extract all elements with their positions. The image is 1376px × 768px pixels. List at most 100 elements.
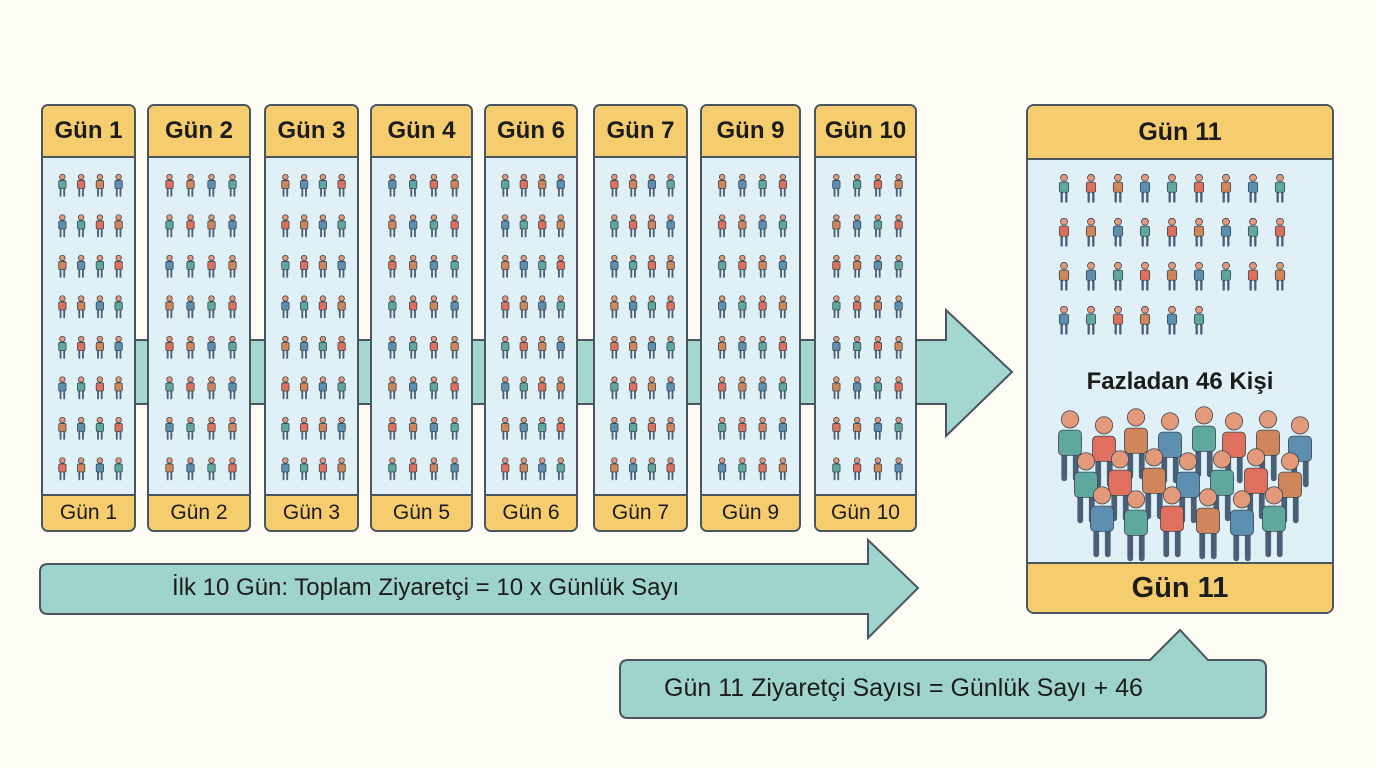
person-icon bbox=[666, 416, 675, 440]
person-icon bbox=[114, 335, 123, 359]
person-icon bbox=[718, 376, 727, 400]
person-icon bbox=[758, 376, 767, 400]
person-icon bbox=[1085, 261, 1097, 291]
person-icon bbox=[647, 416, 656, 440]
person-icon bbox=[95, 173, 104, 197]
person-icon bbox=[429, 214, 438, 238]
person-icon bbox=[610, 173, 619, 197]
person-icon bbox=[538, 173, 547, 197]
person-icon bbox=[738, 295, 747, 319]
person-icon bbox=[1090, 486, 1114, 558]
person-icon bbox=[1139, 305, 1151, 335]
person-icon bbox=[1124, 408, 1148, 480]
person-icon bbox=[186, 376, 195, 400]
person-icon bbox=[114, 295, 123, 319]
day-people-grid bbox=[58, 173, 123, 481]
person-icon bbox=[450, 376, 459, 400]
person-icon bbox=[718, 295, 727, 319]
person-icon bbox=[832, 173, 841, 197]
day-top-label: Gün 3 bbox=[266, 106, 357, 158]
person-icon bbox=[95, 416, 104, 440]
person-icon bbox=[1112, 261, 1124, 291]
person-icon bbox=[95, 457, 104, 481]
person-icon bbox=[519, 254, 528, 278]
person-icon bbox=[853, 335, 862, 359]
person-icon bbox=[58, 376, 67, 400]
person-icon bbox=[873, 416, 882, 440]
day-11-people bbox=[1058, 173, 1312, 562]
person-icon bbox=[300, 416, 309, 440]
person-icon bbox=[207, 376, 216, 400]
person-icon bbox=[1085, 305, 1097, 335]
person-icon bbox=[388, 295, 397, 319]
person-icon bbox=[519, 416, 528, 440]
person-icon bbox=[207, 335, 216, 359]
person-icon bbox=[300, 335, 309, 359]
person-icon bbox=[165, 295, 174, 319]
person-icon bbox=[318, 457, 327, 481]
person-icon bbox=[556, 416, 565, 440]
person-icon bbox=[832, 214, 841, 238]
person-icon bbox=[337, 254, 346, 278]
person-icon bbox=[758, 214, 767, 238]
person-icon bbox=[1166, 261, 1178, 291]
person-icon bbox=[318, 254, 327, 278]
person-icon bbox=[388, 254, 397, 278]
day-11-top-label: Gün 11 bbox=[1028, 106, 1332, 160]
person-icon bbox=[718, 457, 727, 481]
person-icon bbox=[58, 295, 67, 319]
person-icon bbox=[388, 416, 397, 440]
person-icon bbox=[1247, 217, 1259, 247]
person-icon bbox=[300, 254, 309, 278]
day-people-grid bbox=[165, 173, 237, 481]
person-icon bbox=[165, 254, 174, 278]
person-icon bbox=[501, 457, 510, 481]
person-icon bbox=[894, 416, 903, 440]
person-icon bbox=[300, 457, 309, 481]
person-icon bbox=[337, 295, 346, 319]
person-icon bbox=[1220, 173, 1232, 203]
person-icon bbox=[58, 173, 67, 197]
person-icon bbox=[207, 457, 216, 481]
person-icon bbox=[629, 173, 638, 197]
person-icon bbox=[519, 295, 528, 319]
person-icon bbox=[556, 214, 565, 238]
person-icon bbox=[556, 335, 565, 359]
person-icon bbox=[186, 214, 195, 238]
person-icon bbox=[832, 376, 841, 400]
person-icon bbox=[429, 376, 438, 400]
person-icon bbox=[228, 376, 237, 400]
person-icon bbox=[318, 214, 327, 238]
person-icon bbox=[1274, 173, 1286, 203]
person-icon bbox=[873, 214, 882, 238]
person-icon bbox=[1112, 173, 1124, 203]
person-icon bbox=[165, 173, 174, 197]
person-icon bbox=[853, 214, 862, 238]
person-icon bbox=[1196, 488, 1220, 560]
person-icon bbox=[228, 457, 237, 481]
person-icon bbox=[388, 214, 397, 238]
person-icon bbox=[165, 335, 174, 359]
person-icon bbox=[894, 254, 903, 278]
person-icon bbox=[610, 376, 619, 400]
person-icon bbox=[165, 214, 174, 238]
person-icon bbox=[1166, 173, 1178, 203]
person-icon bbox=[1058, 217, 1070, 247]
person-icon bbox=[778, 173, 787, 197]
person-icon bbox=[1193, 173, 1205, 203]
person-icon bbox=[1112, 217, 1124, 247]
person-icon bbox=[501, 214, 510, 238]
person-icon bbox=[758, 416, 767, 440]
person-icon bbox=[873, 457, 882, 481]
person-icon bbox=[778, 295, 787, 319]
person-icon bbox=[538, 214, 547, 238]
person-icon bbox=[758, 457, 767, 481]
person-icon bbox=[894, 335, 903, 359]
person-icon bbox=[388, 173, 397, 197]
person-icon bbox=[1193, 217, 1205, 247]
person-icon bbox=[853, 416, 862, 440]
person-icon bbox=[832, 416, 841, 440]
person-icon bbox=[114, 457, 123, 481]
